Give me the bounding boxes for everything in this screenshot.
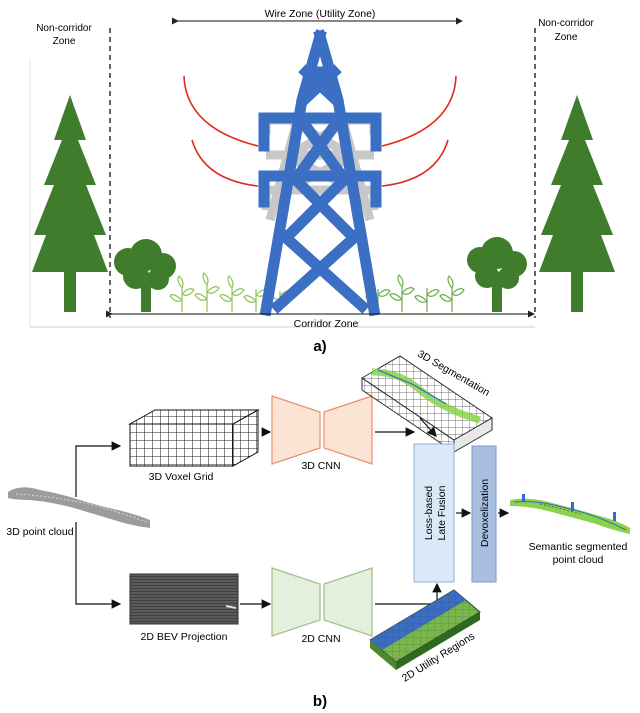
cnn-3d-icon — [271, 395, 373, 465]
wire-right-lower — [381, 139, 449, 187]
voxel-grid-icon — [128, 409, 260, 467]
cnn-2d-label: 2D CNN — [301, 633, 340, 645]
wire-left-upper — [183, 75, 259, 147]
pine-tree-right-icon — [539, 95, 615, 312]
power-lines — [183, 75, 457, 187]
voxel-grid-label: 3D Voxel Grid — [149, 471, 214, 483]
corridor-zone-label: Corridor Zone — [294, 318, 359, 330]
utility-regions-icon — [369, 589, 481, 670]
cnn-2d-icon — [271, 567, 373, 637]
panel-b: 3D point cloud 3D Voxel Grid 3D CNN 3D S… — [6, 348, 630, 710]
caption-a: a) — [313, 338, 326, 355]
late-fusion-label-line2: Late Fusion — [436, 485, 448, 540]
non-corridor-right-line2: Zone — [555, 32, 578, 43]
output-point-cloud-icon — [510, 494, 630, 534]
transmission-tower-icon — [258, 29, 382, 317]
output-label-line2: point cloud — [553, 554, 604, 566]
bev-projection-label: 2D BEV Projection — [141, 631, 228, 643]
late-fusion-box — [413, 443, 455, 583]
input-point-cloud-label: 3D point cloud — [6, 526, 73, 538]
bev-projection-icon — [129, 573, 239, 625]
input-point-cloud-icon — [8, 487, 150, 528]
late-fusion-label-line1: Loss-based — [423, 486, 435, 540]
devoxelization-box — [471, 445, 497, 583]
shrubs-right-icon — [365, 274, 465, 312]
round-tree-right-icon — [467, 237, 527, 312]
wire-right-upper — [381, 75, 457, 147]
output-label-line1: Semantic segmented — [529, 541, 628, 553]
non-corridor-left-line1: Non-corridor — [36, 23, 92, 34]
arrow-to-bev — [75, 522, 122, 609]
wire-zone-label: Wire Zone (Utility Zone) — [265, 8, 376, 20]
pine-tree-left-icon — [32, 95, 108, 312]
devoxelization-label: Devoxelization — [479, 479, 491, 547]
wire-left-lower — [191, 139, 259, 187]
cnn-3d-label: 3D CNN — [301, 460, 340, 472]
panel-a: Wire Zone (Utility Zone) Non-corridor Zo… — [29, 8, 615, 355]
non-corridor-right-line1: Non-corridor — [538, 18, 594, 29]
non-corridor-left-line2: Zone — [53, 36, 76, 47]
segmentation-3d-icon — [361, 355, 493, 453]
arrow-cnn2d-to-fusion — [375, 582, 442, 605]
arrow-seg3d-to-fusion — [419, 417, 437, 437]
caption-b: b) — [313, 693, 327, 710]
arrow-to-voxel — [75, 441, 122, 497]
round-tree-left-icon — [114, 239, 176, 312]
